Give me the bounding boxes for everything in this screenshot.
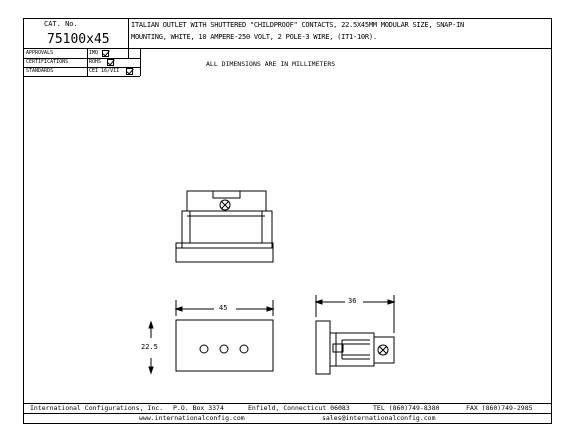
standards-value: CEI 16/VII xyxy=(89,68,120,74)
footer-company: International Configurations, Inc. xyxy=(30,404,164,412)
footer-divider xyxy=(23,403,552,404)
width-dimension-label: 45 xyxy=(219,304,228,312)
certifications-label: CERTIFICATIONS xyxy=(26,59,69,65)
approvals-label: APPROVALS xyxy=(26,50,54,56)
cat-label: CAT. No. xyxy=(44,20,78,28)
footer-fax: FAX (860)749-2985 xyxy=(466,404,533,412)
footer-city: Enfield, Connecticut 06083 xyxy=(248,404,350,412)
footer-po-box: P.O. Box 3374 xyxy=(173,404,224,412)
approvals-checkbox xyxy=(102,50,109,57)
description-bottom xyxy=(128,48,552,49)
certifications-checkbox xyxy=(107,59,114,66)
side-view xyxy=(314,295,396,375)
face-view xyxy=(148,300,275,375)
cat-number: 75100x45 xyxy=(47,32,110,47)
footer-email: sales@internationalconfig.com xyxy=(322,414,436,422)
title-block-divider xyxy=(128,18,129,58)
description-line-1: ITALIAN OUTLET WITH SHUTTERED "CHILDPROO… xyxy=(131,21,465,29)
certifications-value: ROHS xyxy=(89,59,102,65)
standards-label: STANDARDS xyxy=(26,68,54,74)
dimensions-note: ALL DIMENSIONS ARE IN MILLIMETERS xyxy=(206,60,336,68)
drawing-frame xyxy=(23,18,552,424)
footer-divider-2 xyxy=(23,413,552,414)
approvals-value: IMQ xyxy=(89,50,99,56)
depth-dimension-label: 36 xyxy=(348,297,357,305)
description-line-2: MOUNTING, WHITE, 10 AMPERE-250 VOLT, 2 P… xyxy=(131,33,377,41)
height-dimension-label: 22.5 xyxy=(141,343,158,351)
standards-checkbox xyxy=(126,68,133,75)
footer-website: www.internationalconfig.com xyxy=(139,414,245,422)
footer-tel: TEL (860)749-8380 xyxy=(373,404,440,412)
title-block-bottom xyxy=(23,48,128,49)
front-view xyxy=(175,190,274,263)
